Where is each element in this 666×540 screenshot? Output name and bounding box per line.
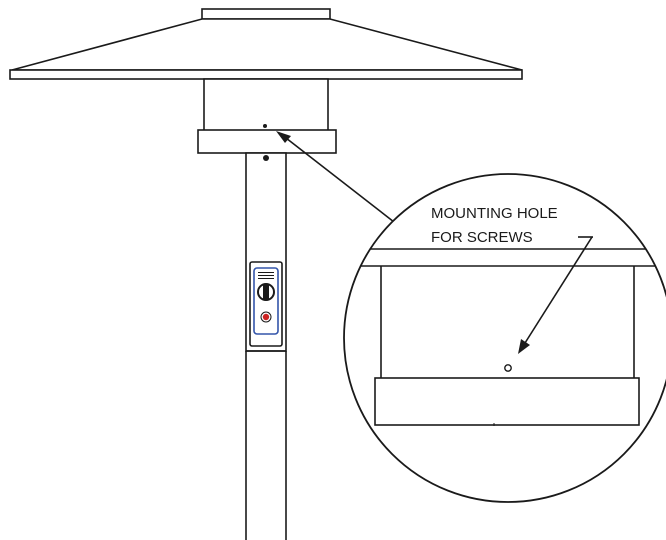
leader-arrowhead xyxy=(276,131,291,143)
control-panel xyxy=(249,261,283,347)
detail-mounting-hole xyxy=(504,364,512,372)
callout-leader-line xyxy=(285,137,395,223)
reflector-top-cap xyxy=(201,8,331,20)
callout-line-1: MOUNTING HOLE xyxy=(431,205,558,222)
mounting-hole xyxy=(263,124,267,128)
detail-arrowhead xyxy=(518,339,530,354)
detail-callout-arrow xyxy=(524,236,593,344)
burner-housing xyxy=(203,78,329,132)
callout-line-2: FOR SCREWS xyxy=(431,229,533,246)
detail-collar xyxy=(374,377,640,426)
reflector-rim xyxy=(9,69,523,80)
ignition-button-icon[interactable] xyxy=(260,311,272,323)
post-screw xyxy=(263,155,269,161)
reflector-hood xyxy=(9,8,523,80)
mounting-collar xyxy=(197,129,337,154)
detail-circle xyxy=(343,173,666,503)
reflector-cone xyxy=(11,18,523,71)
detail-magnifier xyxy=(343,173,666,503)
control-knob-icon[interactable] xyxy=(257,283,275,301)
vent-grille xyxy=(258,272,274,279)
